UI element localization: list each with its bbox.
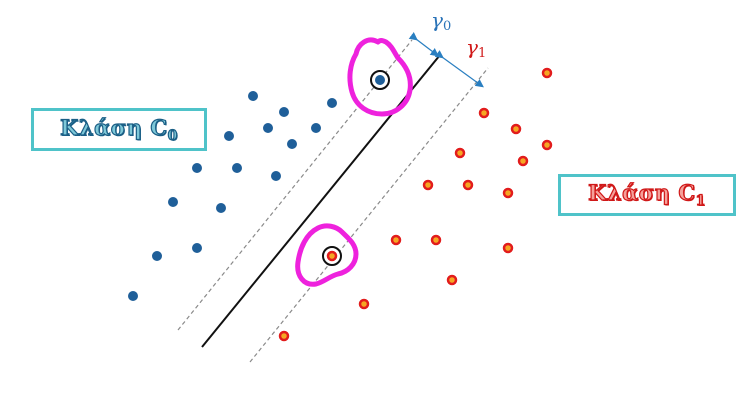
class1-point (517, 155, 529, 167)
gamma0-symbol: γ (431, 8, 443, 32)
class0-point (216, 203, 226, 213)
class0-point (224, 131, 234, 141)
class0-point (375, 75, 385, 85)
class0-point (311, 123, 321, 133)
gamma1-symbol: γ (466, 35, 478, 59)
support-vector-class0 (347, 37, 413, 117)
class0-point (192, 243, 202, 253)
class1-point (462, 179, 474, 191)
class1-point (422, 179, 434, 191)
margin-line-class0 (177, 39, 413, 331)
class0-point (279, 107, 289, 117)
margin-line-class1 (249, 67, 489, 363)
class1-point (502, 187, 514, 199)
class0-label-subscript: 0 (167, 127, 178, 145)
gamma1-margin-arrow (434, 50, 484, 88)
support-vector-class1 (295, 223, 359, 287)
class0-point (192, 163, 202, 173)
gamma1-label: γ1 (466, 35, 486, 61)
class1-point (390, 234, 402, 246)
class1-point (454, 147, 466, 159)
class0-label-box: Κλάση C0 (31, 108, 207, 151)
class0-point (128, 291, 138, 301)
class1-label-text: Κλάση C (588, 180, 696, 206)
class0-points (128, 91, 337, 301)
class1-point (430, 234, 442, 246)
class1-label-subscript: 1 (695, 193, 706, 210)
class1-label: Κλάση C1 (588, 180, 706, 210)
class1-points (278, 67, 553, 342)
class1-point (478, 107, 490, 119)
class1-point (278, 330, 290, 342)
class0-label: Κλάση C0 (60, 114, 178, 145)
class1-point (541, 67, 553, 79)
class1-point (446, 274, 458, 286)
class1-point (510, 123, 522, 135)
class0-point (152, 251, 162, 261)
class0-point (248, 91, 258, 101)
gamma0-margin-arrow (408, 32, 439, 57)
class0-point (287, 139, 297, 149)
class0-label-text: Κλάση C (60, 114, 168, 140)
class1-point (358, 298, 370, 310)
class1-label-box: Κλάση C1 (558, 174, 736, 216)
class1-point (326, 250, 338, 262)
class1-point (502, 242, 514, 254)
class1-point (541, 139, 553, 151)
class0-point (168, 197, 178, 207)
class0-point (327, 98, 337, 108)
highlight-scribble-class0 (347, 37, 413, 117)
highlight-scribble-class1 (295, 223, 359, 287)
gamma1-subscript: 1 (477, 46, 487, 61)
class0-point (263, 123, 273, 133)
class0-point (232, 163, 242, 173)
gamma0-subscript: 0 (442, 19, 452, 34)
gamma0-label: γ0 (431, 8, 451, 34)
separating-hyperplane (201, 54, 441, 348)
class0-point (271, 171, 281, 181)
